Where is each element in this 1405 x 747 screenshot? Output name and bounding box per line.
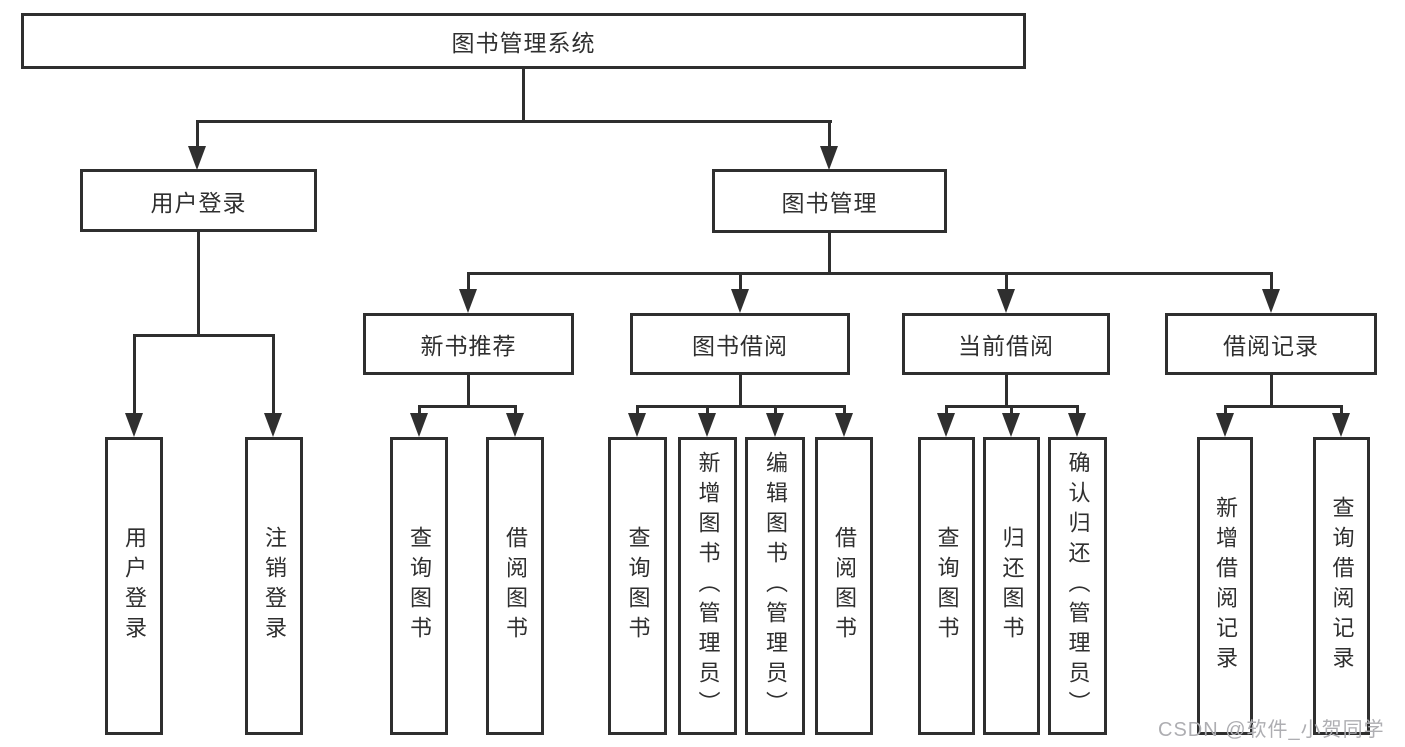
leaf-confirm-return-admin-label: 确认归还（管理员） [1065,451,1091,721]
arrow-down-icon [628,413,646,437]
arrow-down-icon [731,289,749,313]
arrow-stem [828,120,831,147]
node-root-label: 图书管理系统 [451,30,596,56]
connector-user-login-rail [133,334,275,337]
arrow-stem [133,334,136,414]
arrow-stem [1224,405,1227,415]
leaf-query-borrow-record-label: 查询借阅记录 [1329,496,1355,676]
leaf-add-borrow-record-label: 新增借阅记录 [1213,496,1238,676]
leaf-user-login: 用户登录 [105,437,163,735]
arrow-down-icon [997,289,1015,313]
leaf-current-query-books: 查询图书 [918,437,975,735]
node-book-borrowing-label: 图书借阅 [692,333,788,359]
node-root: 图书管理系统 [21,13,1026,69]
connector-current-stem [1005,375,1008,405]
connector-root-stem [522,69,525,120]
leaf-user-login-label: 用户登录 [122,526,147,646]
arrow-down-icon [1216,413,1234,437]
arrow-down-icon [188,146,206,170]
arrow-down-icon [1262,289,1280,313]
node-new-book-recommendation: 新书推荐 [363,313,574,375]
arrow-stem [272,334,275,414]
leaf-recommendation-borrow-books: 借阅图书 [486,437,544,735]
leaf-recommendation-borrow-books-label: 借阅图书 [503,526,528,646]
leaf-recommendation-query-books-label: 查询图书 [407,526,432,646]
arrow-down-icon [506,413,524,437]
arrow-stem [843,405,846,415]
connector-book-management-stem [828,233,831,272]
arrow-stem [467,272,470,291]
arrow-down-icon [459,289,477,313]
arrow-down-icon [1068,413,1086,437]
leaf-add-book-admin-label: 新增图书（管理员） [695,451,721,721]
leaf-confirm-return-admin: 确认归还（管理员） [1048,437,1107,735]
node-book-management-label: 图书管理 [781,190,878,216]
node-user-login: 用户登录 [80,169,317,232]
csdn-watermark: CSDN @软件_小贺同学 [1158,719,1385,741]
arrow-down-icon [125,413,143,437]
connector-user-login-stem [197,232,200,334]
connector-recommendation-rail [418,405,517,408]
arrow-stem [945,405,948,415]
node-current-borrowing: 当前借阅 [902,313,1110,375]
leaf-return-books-label: 归还图书 [999,526,1025,646]
arrow-stem [1270,272,1273,291]
node-user-login-label: 用户登录 [150,189,247,216]
node-book-management: 图书管理 [712,169,947,233]
arrow-stem [706,405,709,415]
leaf-recommendation-query-books: 查询图书 [390,437,448,735]
arrow-stem [196,120,199,147]
leaf-edit-book-admin: 编辑图书（管理员） [745,437,805,735]
arrow-stem [418,405,421,415]
arrow-down-icon [698,413,716,437]
leaf-borrowing-query-books: 查询图书 [608,437,667,735]
arrow-stem [1340,405,1343,415]
leaf-edit-book-admin-label: 编辑图书（管理员） [763,451,788,721]
connector-root-rail [196,120,832,123]
connector-borrowing-stem [739,375,742,405]
leaf-query-borrow-record: 查询借阅记录 [1313,437,1370,735]
arrow-stem [1010,405,1013,415]
leaf-borrowing-borrow-books: 借阅图书 [815,437,873,735]
leaf-logout: 注销登录 [245,437,303,735]
node-borrowing-records-label: 借阅记录 [1223,333,1319,359]
connector-records-stem [1270,375,1273,405]
arrow-down-icon [1332,413,1350,437]
arrow-down-icon [1002,413,1020,437]
arrow-stem [636,405,639,415]
leaf-borrowing-query-books-label: 查询图书 [625,526,651,646]
arrow-stem [1005,272,1008,291]
leaf-return-books: 归还图书 [983,437,1040,735]
arrow-stem [739,272,742,291]
arrow-down-icon [937,413,955,437]
leaf-logout-label: 注销登录 [262,526,287,646]
leaf-current-query-books-label: 查询图书 [934,526,960,646]
arrow-down-icon [835,413,853,437]
arrow-down-icon [264,413,282,437]
connector-recommendation-stem [467,375,470,405]
node-book-borrowing: 图书借阅 [630,313,850,375]
node-new-book-recommendation-label: 新书推荐 [420,333,517,359]
node-borrowing-records: 借阅记录 [1165,313,1377,375]
leaf-add-borrow-record: 新增借阅记录 [1197,437,1253,735]
arrow-stem [774,405,777,415]
leaf-borrowing-borrow-books-label: 借阅图书 [832,526,857,646]
connector-book-management-rail [467,272,1273,275]
arrow-down-icon [410,413,428,437]
arrow-stem [514,405,517,415]
arrow-down-icon [820,146,838,170]
connector-borrowing-rail [636,405,846,408]
arrow-down-icon [766,413,784,437]
arrow-stem [1076,405,1079,415]
connector-records-rail [1224,405,1343,408]
leaf-add-book-admin: 新增图书（管理员） [678,437,737,735]
node-current-borrowing-label: 当前借阅 [958,333,1054,359]
